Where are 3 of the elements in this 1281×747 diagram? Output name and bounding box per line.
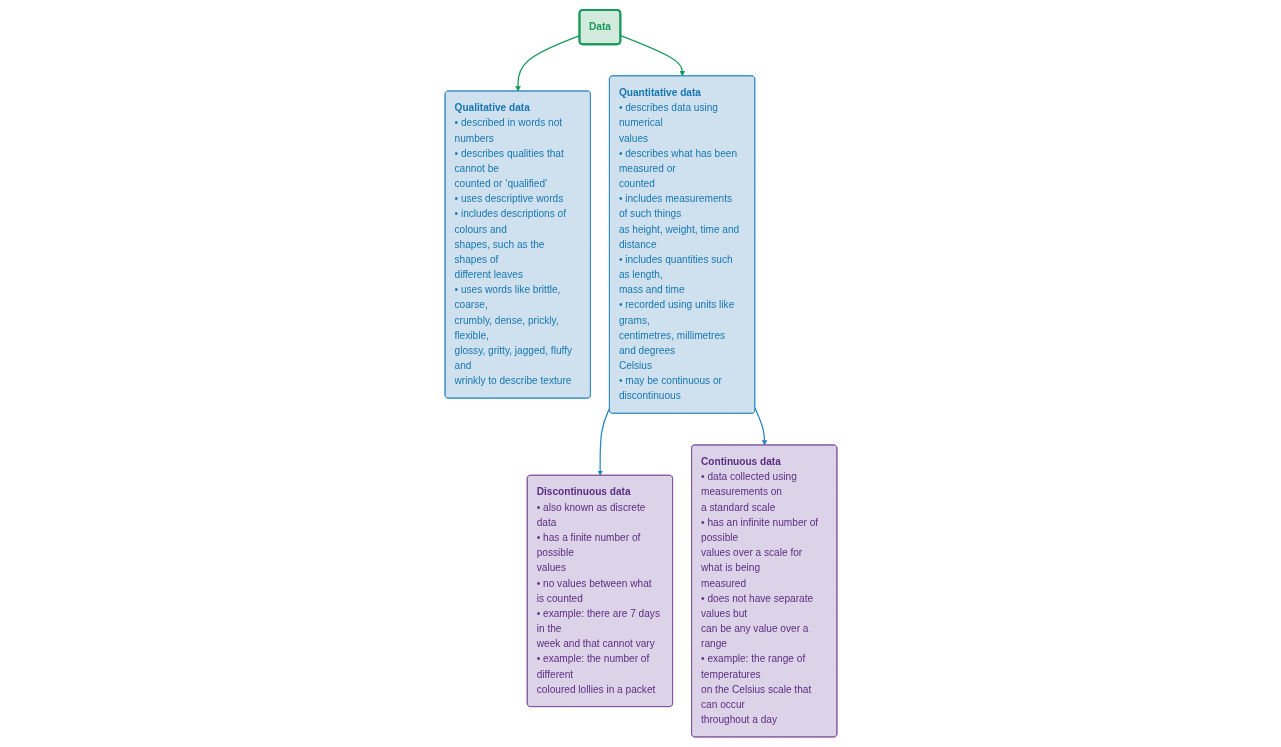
arrow: [753, 407, 767, 446]
arrow: [619, 35, 685, 77]
arrow: [596, 407, 610, 476]
